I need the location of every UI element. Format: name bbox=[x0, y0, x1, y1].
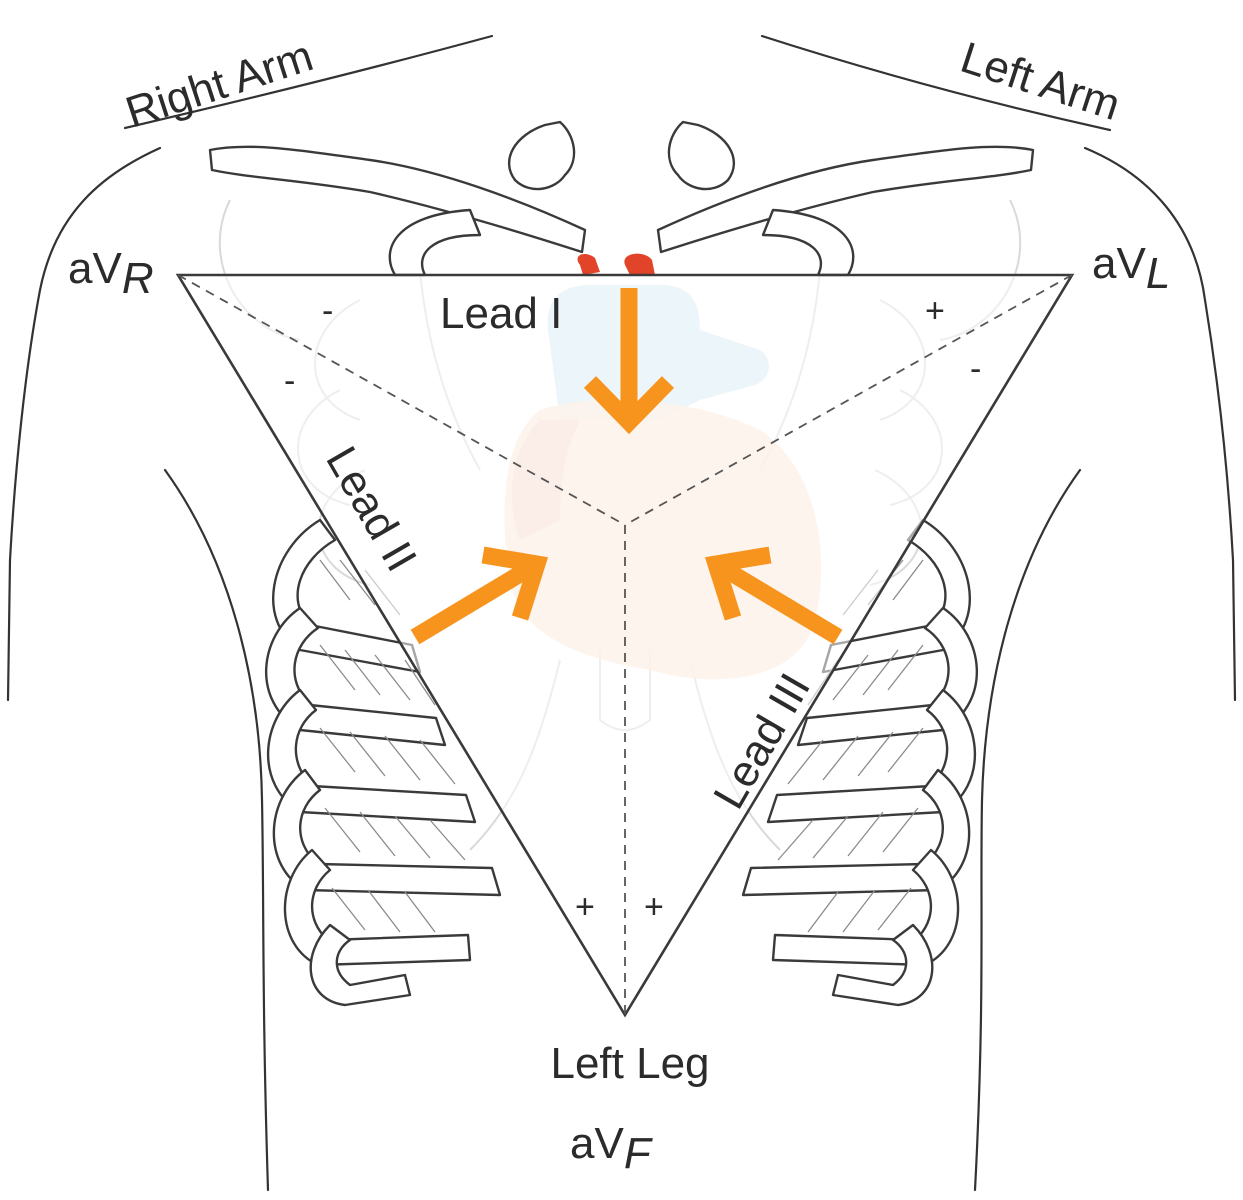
lead-3-arrow bbox=[704, 546, 843, 645]
lead2-positive-sign: + bbox=[575, 888, 595, 926]
avr-dashed-line bbox=[177, 274, 626, 526]
lead-1-label: Lead I bbox=[440, 289, 562, 338]
avr-main-text: aV bbox=[68, 244, 122, 293]
avl-dashed-line bbox=[624, 274, 1073, 526]
avf-subscript: F bbox=[624, 1129, 653, 1178]
lead2-negative-sign: - bbox=[284, 362, 295, 400]
top-vessel-left bbox=[577, 254, 600, 275]
einthoven-triangle bbox=[175, 273, 1075, 1018]
left-leg-label: Left Leg bbox=[550, 1039, 709, 1088]
lead3-positive-sign: + bbox=[644, 888, 664, 926]
right-arm-label: Right Arm bbox=[120, 31, 319, 137]
avl-main-text: aV bbox=[1092, 239, 1146, 288]
avr-label: aVR bbox=[68, 244, 154, 303]
avf-main-text: aV bbox=[570, 1119, 624, 1168]
torso-outline bbox=[6, 34, 1237, 1192]
lead-arrows bbox=[410, 288, 843, 645]
avf-label: aVF bbox=[570, 1119, 653, 1178]
avr-subscript: R bbox=[122, 254, 154, 303]
lead1-positive-sign: + bbox=[925, 292, 945, 330]
rib-hatching-left bbox=[319, 559, 466, 933]
lead-2-arrow bbox=[410, 546, 549, 645]
left-arm-label: Left Arm bbox=[955, 33, 1126, 130]
lead3-negative-sign: - bbox=[970, 350, 981, 388]
avl-label: aVL bbox=[1092, 239, 1170, 298]
lead-1-arrow bbox=[583, 288, 675, 435]
lead1-negative-sign: - bbox=[322, 292, 333, 330]
ribs-left bbox=[265, 518, 502, 1007]
clavicles bbox=[208, 120, 1035, 277]
avl-subscript: L bbox=[1146, 249, 1170, 298]
top-vessel-right bbox=[624, 253, 655, 275]
ribs-right bbox=[741, 518, 978, 1007]
